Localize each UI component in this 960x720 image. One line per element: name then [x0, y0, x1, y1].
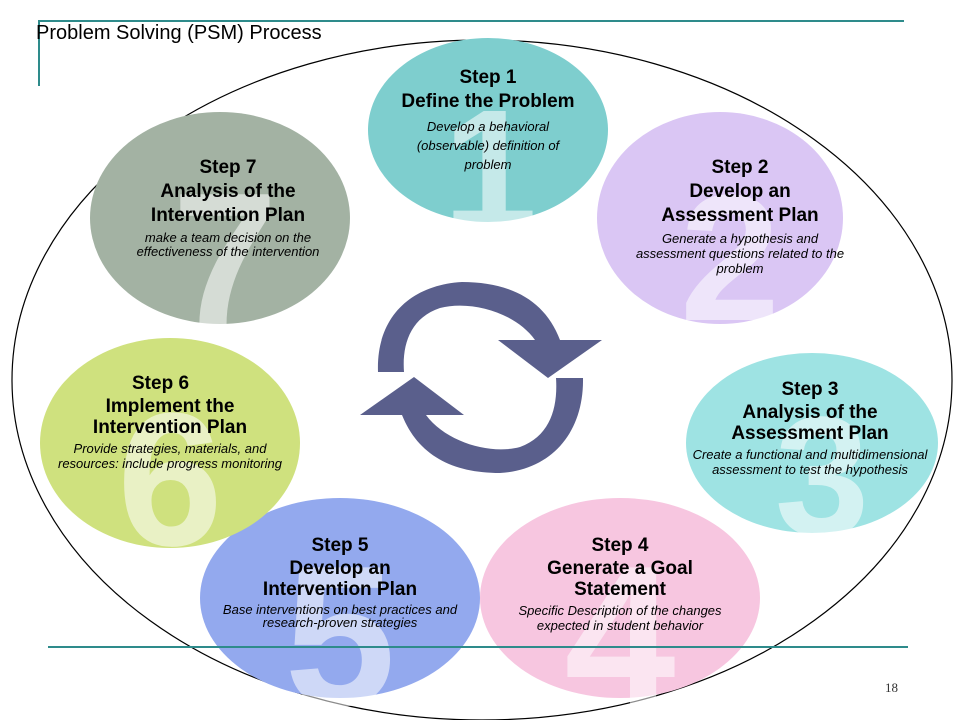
step-5-circle — [200, 498, 480, 698]
step-3-label: Step 3 — [781, 379, 839, 400]
step-4-circle — [480, 498, 760, 698]
step-3-text: Step 3 Analysis of the Assessment Plan C… — [690, 378, 930, 477]
step-7-desc: make a team decision on the effectivenes… — [136, 230, 320, 259]
step-7-numeral: 7 — [172, 154, 278, 366]
step-2-text: Step 2 Develop an Assessment Plan Genera… — [625, 156, 855, 276]
step-2-numeral: 2 — [680, 158, 780, 359]
step-7-circle — [90, 112, 350, 324]
step-4-label: Step 4 — [591, 535, 649, 556]
step-2-title: Develop an Assessment Plan — [661, 181, 819, 226]
cycle-arrows — [360, 282, 602, 473]
step-7-title: Analysis of the Intervention Plan — [150, 181, 306, 226]
step-3-title: Analysis of the Assessment Plan — [731, 402, 889, 444]
step-1-desc: Develop a behavioral (observable) defini… — [416, 119, 560, 172]
step-1-label: Step 1 — [459, 67, 517, 88]
step-1-circle — [368, 38, 608, 222]
step-5-text: Step 5 Develop an Intervention Plan Base… — [220, 534, 460, 629]
step-2-circle — [597, 112, 843, 324]
step-5-numeral: 5 — [284, 525, 395, 720]
step-4-numeral: 4 — [564, 525, 675, 720]
step-6-desc: Provide strategies, materials, and resou… — [58, 441, 282, 471]
step-1-text: Step 1 Define the Problem Develop a beha… — [398, 66, 578, 174]
step-4-desc: Specific Description of the changes expe… — [518, 603, 722, 633]
step-5-desc: Base interventions on best practices and… — [222, 602, 458, 630]
step-1-title: Define the Problem — [401, 91, 575, 112]
bottom-rule — [48, 646, 908, 648]
step-6-label: Step 6 — [132, 373, 190, 394]
step-3-desc: Create a functional and multidimensional… — [692, 447, 928, 477]
step-4-title: Generate a Goal Statement — [547, 558, 693, 600]
step-4-text: Step 4 Generate a Goal Statement Specifi… — [492, 534, 748, 633]
step-1-numeral: 1 — [443, 75, 538, 265]
step-2-label: Step 2 — [711, 157, 769, 178]
left-rule — [38, 20, 40, 86]
step-2-desc: Generate a hypothesis and assessment que… — [635, 231, 845, 276]
step-7-text: Step 7 Analysis of the Intervention Plan… — [118, 156, 338, 259]
page-number: 18 — [885, 680, 898, 695]
cycle-arrow-bottom — [360, 377, 584, 473]
step-6-circle — [40, 338, 300, 548]
top-rule — [38, 20, 904, 22]
step-6-text: Step 6 Implement the Intervention Plan P… — [40, 372, 300, 471]
step-6-numeral: 6 — [117, 374, 223, 586]
step-7-label: Step 7 — [199, 157, 257, 178]
step-5-title: Develop an Intervention Plan — [262, 558, 418, 600]
step-3-numeral: 3 — [775, 382, 870, 572]
step-6-title: Implement the Intervention Plan — [92, 396, 248, 438]
cycle-arrow-top — [377, 282, 602, 378]
step-3-circle — [686, 353, 938, 533]
step-5-label: Step 5 — [311, 535, 369, 556]
page-title: Problem Solving (PSM) Process — [36, 22, 322, 44]
